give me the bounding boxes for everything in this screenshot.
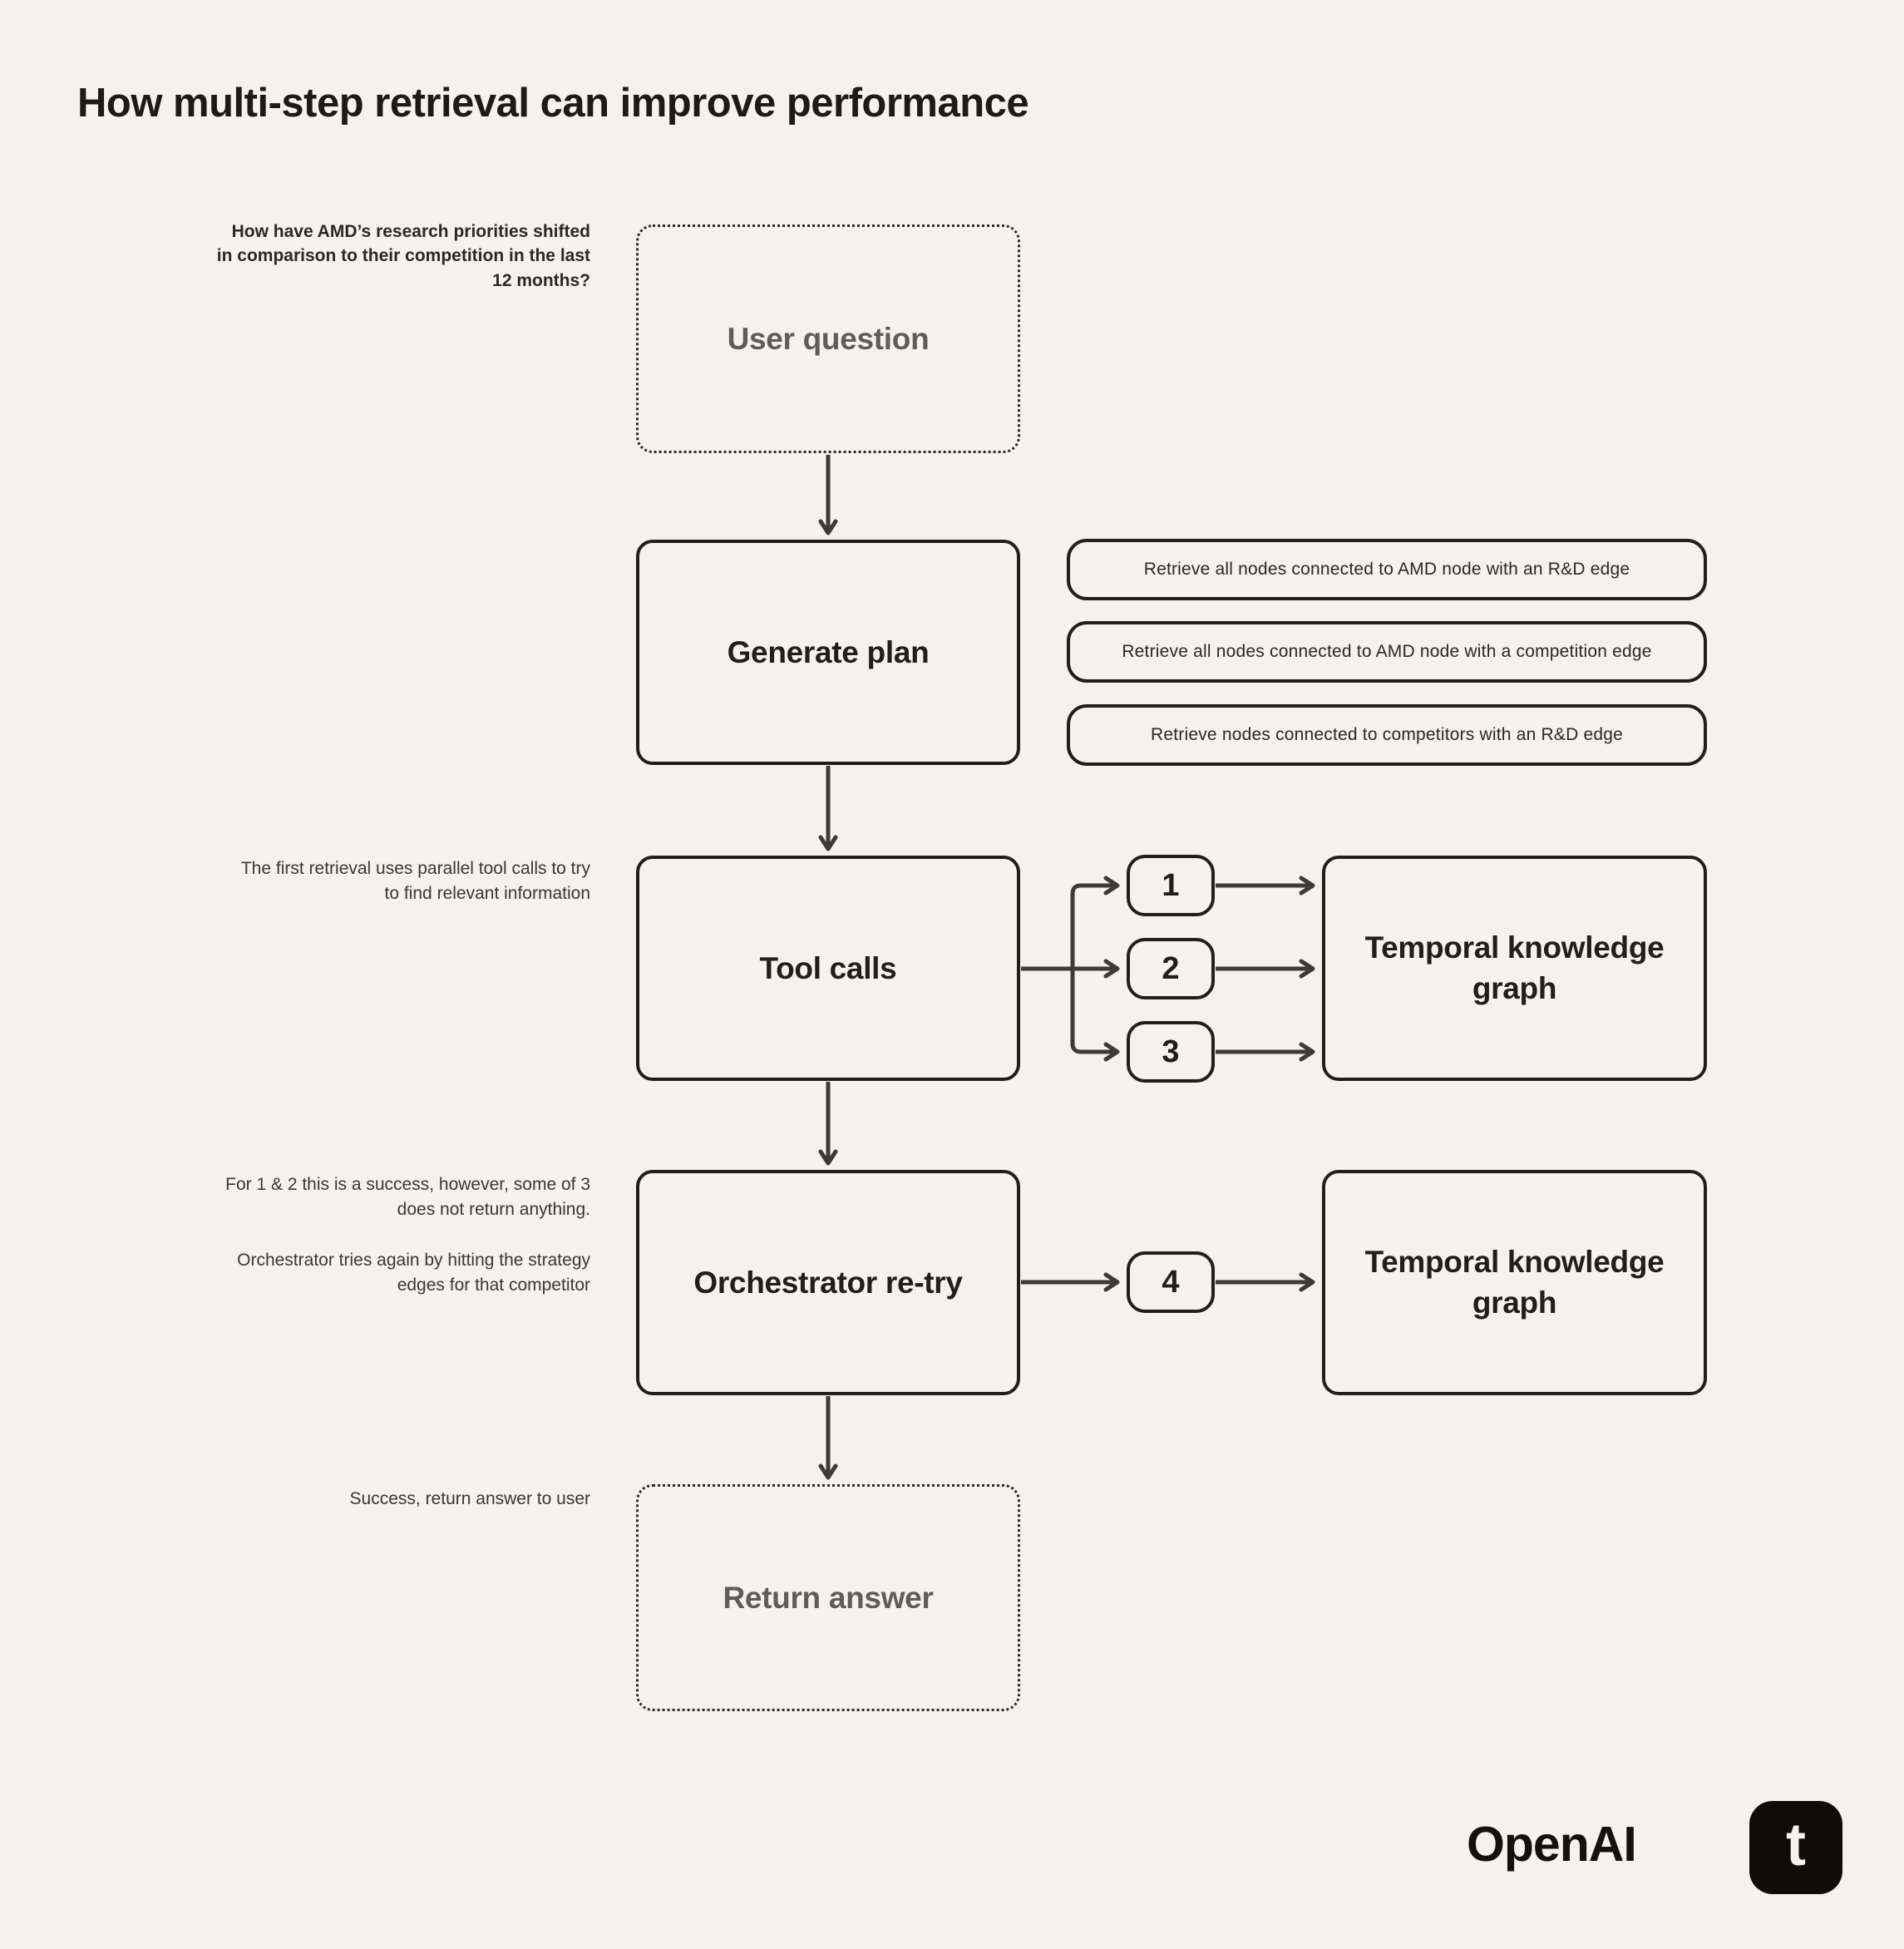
- annotation-success: Success, return answer to user: [208, 1487, 590, 1512]
- user-question-box: User question: [636, 225, 1020, 453]
- call-node-1: 1: [1127, 855, 1215, 916]
- annotation-text: The first retrieval uses parallel tool c…: [240, 859, 590, 904]
- plan-step-retrieve-competition-edge: Retrieve all nodes connected to AMD node…: [1067, 621, 1707, 683]
- annotation-text: Orchestrator tries again by hitting the …: [237, 1250, 590, 1295]
- user-question-label: User question: [727, 321, 930, 356]
- annotation-orchestrator-retry: For 1 & 2 this is a success, however, so…: [208, 1172, 590, 1299]
- call-node-3: 3: [1127, 1021, 1215, 1083]
- annotation-text: How have AMD’s research priorities shift…: [216, 222, 590, 290]
- tomoro-logo: t: [1749, 1801, 1842, 1894]
- tool-calls-box: Tool calls: [636, 856, 1020, 1081]
- return-answer-box: Return answer: [636, 1484, 1020, 1711]
- temporal-knowledge-graph-label: Temporal knowledge graph: [1364, 1245, 1665, 1320]
- plan-step-label: Retrieve all nodes connected to AMD node…: [1122, 642, 1652, 661]
- tomoro-logo-glyph: t: [1786, 1812, 1806, 1878]
- call-node-label: 1: [1162, 867, 1180, 903]
- connector-branch-to-node-1: [1070, 876, 1120, 969]
- annotation-user-question: How have AMD’s research priorities shift…: [216, 220, 590, 293]
- plan-step-retrieve-rd-edge: Retrieve all nodes connected to AMD node…: [1067, 539, 1707, 600]
- annotation-text: For 1 & 2 this is a success, however, so…: [225, 1175, 590, 1220]
- plan-step-label: Retrieve nodes connected to competitors …: [1150, 725, 1623, 744]
- annotation-text: Success, return answer to user: [349, 1489, 590, 1508]
- call-node-label: 2: [1162, 950, 1180, 986]
- page-title: How multi-step retrieval can improve per…: [77, 81, 1029, 126]
- tool-calls-label: Tool calls: [759, 950, 897, 985]
- call-node-2: 2: [1127, 938, 1215, 999]
- annotation-first-retrieval: The first retrieval uses parallel tool c…: [233, 856, 590, 907]
- temporal-knowledge-graph-box-1: Temporal knowledge graph: [1322, 856, 1707, 1081]
- return-answer-label: Return answer: [723, 1580, 934, 1615]
- connector-branch-to-node-3: [1070, 969, 1120, 1062]
- openai-logo: OpenAI: [1467, 1817, 1637, 1872]
- plan-step-label: Retrieve all nodes connected to AMD node…: [1143, 560, 1630, 579]
- temporal-knowledge-graph-label: Temporal knowledge graph: [1364, 930, 1665, 1005]
- call-node-4: 4: [1127, 1251, 1215, 1313]
- orchestrator-retry-box: Orchestrator re-try: [636, 1170, 1020, 1395]
- generate-plan-label: Generate plan: [727, 634, 930, 669]
- call-node-label: 4: [1162, 1264, 1180, 1300]
- plan-step-retrieve-competitors-rd-edge: Retrieve nodes connected to competitors …: [1067, 704, 1707, 766]
- generate-plan-box: Generate plan: [636, 540, 1020, 765]
- temporal-knowledge-graph-box-2: Temporal knowledge graph: [1322, 1170, 1707, 1395]
- orchestrator-retry-label: Orchestrator re-try: [693, 1265, 963, 1300]
- call-node-label: 3: [1162, 1034, 1180, 1069]
